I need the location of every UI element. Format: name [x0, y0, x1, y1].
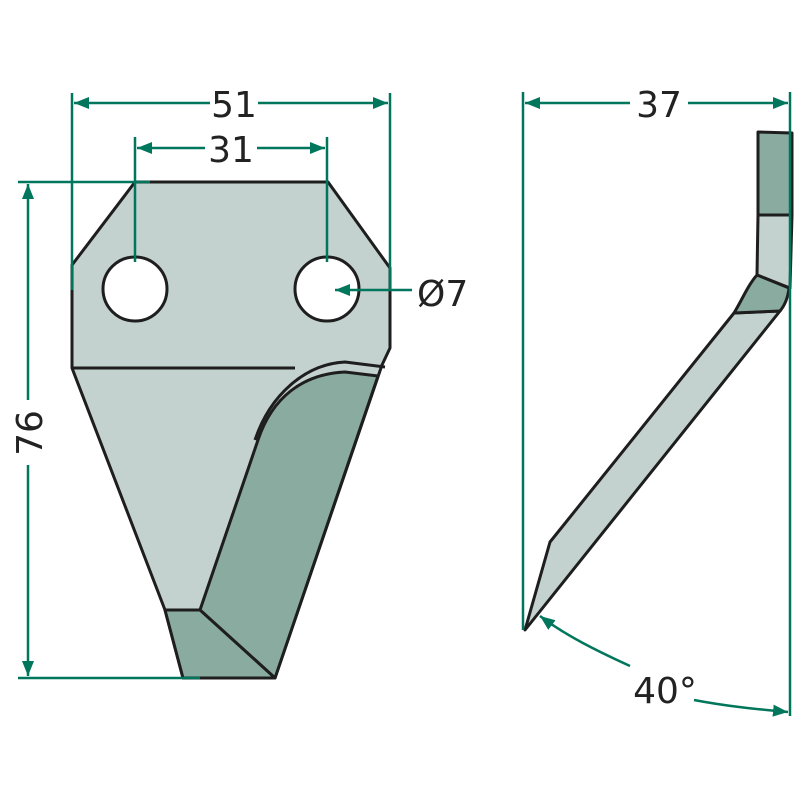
side-dimensions — [521, 92, 792, 717]
side-top-face — [756, 130, 794, 217]
blade-tip-bevel — [163, 608, 277, 680]
side-lower-strip — [523, 309, 782, 632]
side-width-label: 37 — [636, 85, 682, 126]
hole-diameter-label: Ø7 — [417, 274, 468, 315]
hole-spacing-label: 31 — [208, 130, 254, 171]
side-bend — [732, 273, 791, 315]
blade-cutting-face — [198, 370, 380, 680]
angle-label: 40° — [633, 671, 697, 712]
blade-edge-curve — [253, 360, 386, 441]
side-view-blade — [523, 130, 794, 632]
mounting-hole-left — [101, 255, 169, 323]
front-view-blade — [70, 180, 392, 680]
front-dimensions — [18, 93, 412, 680]
height-label: 76 — [10, 410, 51, 456]
overall-width-label: 51 — [211, 85, 257, 126]
